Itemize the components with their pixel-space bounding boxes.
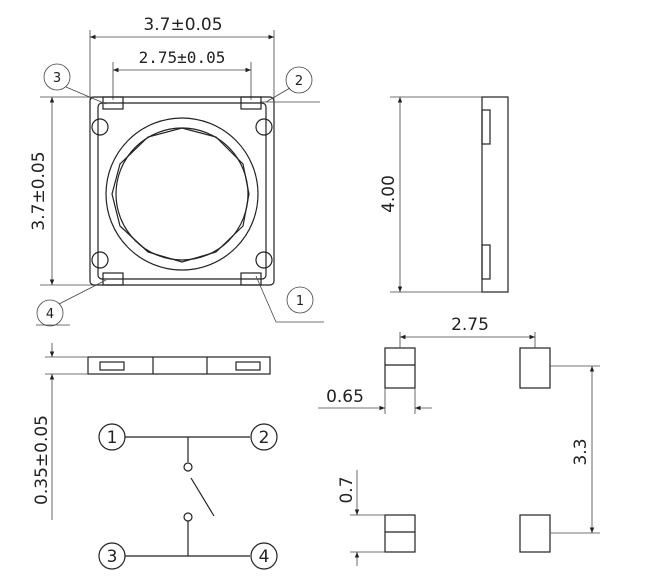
node-4-circle <box>250 542 278 570</box>
dim-side-height: 4.00 <box>379 175 399 213</box>
pin-hole-3 <box>91 118 109 136</box>
node-3-label: 3 <box>107 547 118 567</box>
callout-1-circle <box>286 286 314 314</box>
front-body <box>87 356 271 375</box>
side-tab-top <box>481 109 491 145</box>
pin-hole-2 <box>255 118 273 136</box>
dim-pad-height: 0.7 <box>337 476 357 503</box>
contact-lower <box>183 512 193 522</box>
front-view: 0.35±0.05 <box>32 343 271 520</box>
switch-body-inner <box>97 102 267 280</box>
contact-upper <box>183 462 193 472</box>
pad-top-right <box>519 347 551 389</box>
tab-bottom-left <box>102 272 124 286</box>
node-1-label: 1 <box>107 428 118 448</box>
dim-thickness: 0.35±0.05 <box>32 415 52 505</box>
node-2-label: 2 <box>259 428 270 448</box>
switch-body-outline <box>89 96 275 286</box>
callout-2-circle <box>285 66 313 94</box>
dim-pad-spacing-y: 3.3 <box>571 438 591 465</box>
callout-4-label: 4 <box>46 307 54 322</box>
dim-left-height: 3.7±0.05 <box>29 151 49 230</box>
dim-pad-spacing-x: 2.75 <box>451 315 489 335</box>
node-1-circle <box>98 423 126 451</box>
side-body <box>481 96 509 293</box>
switch-schematic: 1 2 3 4 <box>98 423 278 570</box>
pin-hole-1 <box>255 251 273 269</box>
front-pad-right <box>235 361 261 371</box>
callout-3-label: 3 <box>53 71 61 86</box>
top-view: 3.7±0.05 2.75±0.05 3.7±0.05 3 2 <box>29 15 324 327</box>
actuator-polygon <box>111 127 250 263</box>
callout-2-label: 2 <box>295 74 303 89</box>
pad-top-left <box>384 347 416 389</box>
actuator-outer <box>105 117 259 271</box>
callout-4-circle <box>36 299 64 327</box>
side-view: 4.00 <box>379 96 509 293</box>
switch-lever <box>190 477 215 517</box>
side-tab-bottom <box>481 244 491 280</box>
node-2-circle <box>250 423 278 451</box>
tab-top-right <box>240 96 262 110</box>
pad-bottom-left <box>384 514 416 553</box>
callout-1-label: 1 <box>296 294 304 309</box>
pad-bottom-right <box>519 514 551 553</box>
front-pad-left <box>99 361 125 371</box>
node-3-circle <box>98 542 126 570</box>
dim-pad-width: 0.65 <box>326 387 364 407</box>
tab-bottom-right <box>240 272 262 286</box>
node-4-label: 4 <box>259 547 270 567</box>
dim-top-outer: 3.7±0.05 <box>143 15 222 35</box>
callout-3-circle <box>43 63 71 91</box>
pad-layout: 2.75 0.65 0.7 3.3 <box>318 315 600 566</box>
pin-hole-4 <box>91 251 109 269</box>
dim-top-inner: 2.75±0.05 <box>139 48 226 67</box>
